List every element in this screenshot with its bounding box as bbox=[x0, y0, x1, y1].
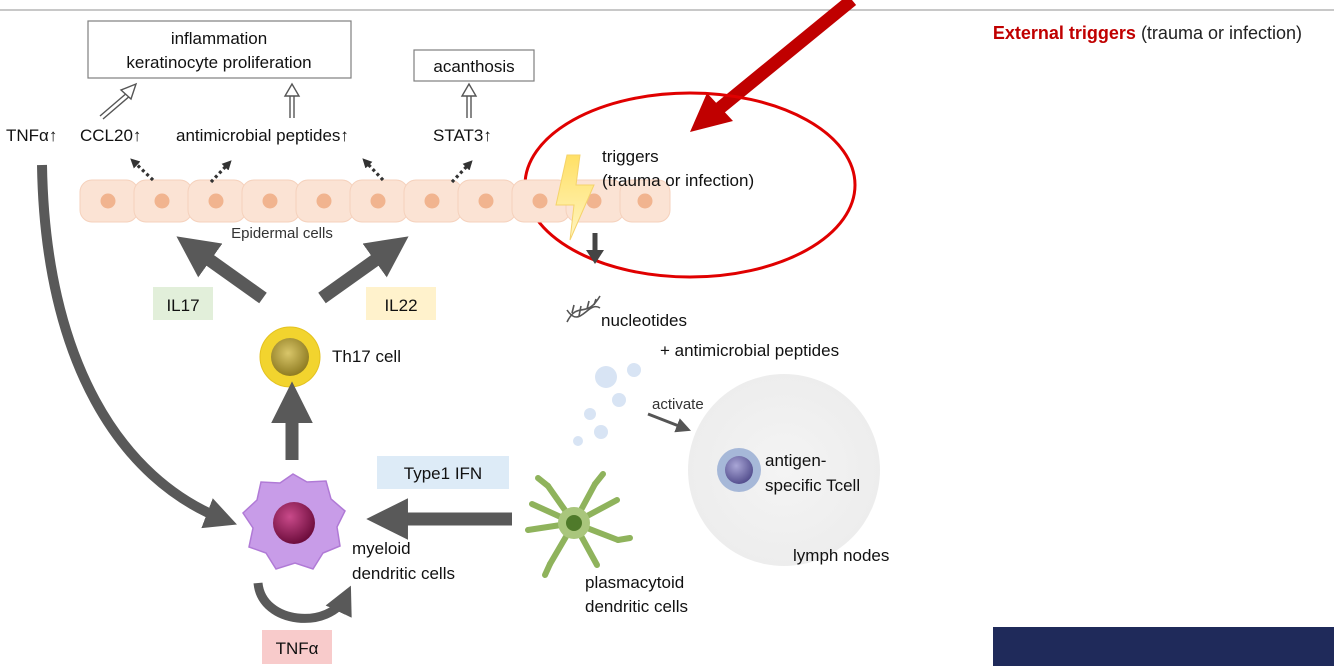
tcell-label-line2: specific Tcell bbox=[765, 476, 860, 495]
tnfa-bottom-label: TNFα bbox=[276, 639, 319, 658]
inflammation-box bbox=[87, 20, 352, 79]
il22-badge bbox=[366, 287, 436, 320]
myeloid-label-line1: myeloid bbox=[352, 539, 411, 558]
inflammation-label: inflammation bbox=[171, 29, 267, 48]
tnfa-autocrine-arrow bbox=[253, 582, 352, 623]
triggers-label: triggers bbox=[602, 147, 659, 166]
antimicrobial-peptides-up-label: antimicrobial peptides↑ bbox=[176, 126, 349, 145]
stat3-up-label: STAT3↑ bbox=[433, 126, 492, 145]
tnfa-up-label: TNFα↑ bbox=[6, 126, 57, 145]
lightning-icon bbox=[555, 154, 595, 241]
il17-badge bbox=[153, 287, 213, 320]
activate-arrow bbox=[647, 412, 691, 433]
external-trigger-arrow bbox=[690, 0, 857, 132]
trigger-release-arrow bbox=[586, 233, 604, 264]
epidermal-cells-label: Epidermal cells bbox=[231, 225, 333, 242]
acanthosis-label: acanthosis bbox=[433, 57, 514, 76]
il22-label: IL22 bbox=[384, 296, 417, 315]
il22-arrow bbox=[318, 236, 409, 304]
activate-label: activate bbox=[652, 396, 704, 413]
acanthosis-box bbox=[413, 49, 535, 82]
lymph-node-area bbox=[688, 374, 880, 566]
type1-ifn-badge bbox=[377, 456, 509, 489]
ccl20-up-label: CCL20↑ bbox=[80, 126, 141, 145]
type1-ifn-label: Type1 IFN bbox=[404, 464, 482, 483]
keratinocyte-proliferation-label: keratinocyte proliferation bbox=[126, 53, 311, 72]
pdc-label-line1: plasmacytoid bbox=[585, 573, 684, 592]
pdc-label-line2: dendritic cells bbox=[585, 597, 688, 616]
navy-footer-block bbox=[993, 627, 1334, 666]
epidermal-cells-layer bbox=[79, 179, 671, 223]
il17-arrow bbox=[176, 236, 267, 304]
tnfa-badge bbox=[262, 630, 332, 664]
antimicrobial-peptides-release-label: + antimicrobial peptides bbox=[660, 341, 839, 360]
nucleotides-label: nucleotides bbox=[601, 311, 687, 330]
myeloid-label-line2: dendritic cells bbox=[352, 564, 455, 583]
il17-label: IL17 bbox=[166, 296, 199, 315]
lymph-nodes-label: lymph nodes bbox=[793, 546, 889, 565]
dotted-arrows bbox=[130, 158, 473, 184]
triggers-detail-label: (trauma or infection) bbox=[602, 171, 754, 190]
released-molecule-bubbles bbox=[573, 363, 641, 446]
tnfa-feedback-arrow bbox=[37, 164, 237, 529]
th17-cell-label: Th17 cell bbox=[332, 347, 401, 366]
tcell-label-line1: antigen- bbox=[765, 451, 826, 470]
external-triggers-label: External triggers (trauma or infection) bbox=[993, 23, 1302, 43]
outline-arrows bbox=[99, 82, 478, 120]
dna-icon bbox=[566, 295, 601, 323]
